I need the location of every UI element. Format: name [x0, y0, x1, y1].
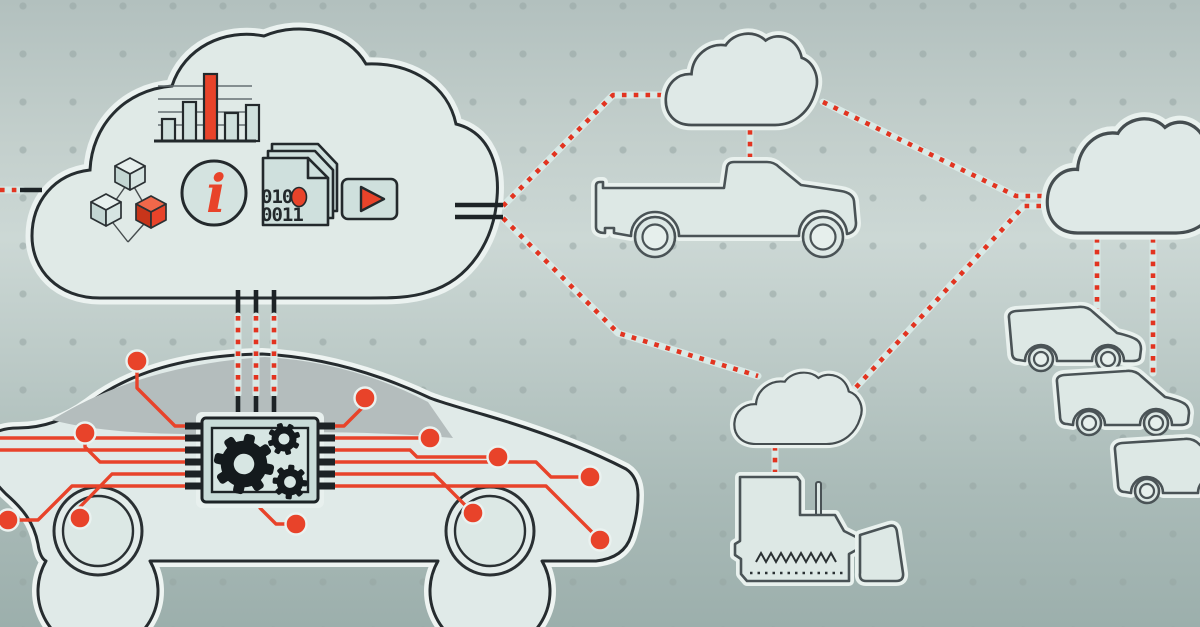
- processor-chip: [185, 412, 335, 508]
- link-main-cloud-to-top-cloud: [499, 91, 670, 210]
- highlight-bar: [202, 72, 219, 143]
- cloud-top: [666, 34, 817, 125]
- info-glyph: i: [206, 164, 226, 225]
- connected-car: [0, 312, 644, 627]
- bulldozer: [730, 472, 909, 586]
- bulldozer-exhaust: [815, 481, 822, 518]
- bulldozer-blade: [858, 524, 905, 583]
- van-fleet: [1003, 301, 1200, 505]
- red-data-dot: [290, 186, 308, 208]
- binary-line-2: 0011: [261, 204, 303, 226]
- bar-chart-icon: [154, 72, 261, 143]
- link-bottom-cloud-to-right-cloud: [844, 202, 1058, 400]
- cube-top: [114, 157, 146, 191]
- cloud-bottom: [734, 373, 861, 444]
- circuit-nodes: [0, 349, 612, 552]
- van-3: [1109, 433, 1200, 505]
- red-cube: [135, 195, 167, 229]
- play-button-icon: [340, 177, 399, 221]
- van-1: [1003, 301, 1146, 373]
- bulldozer-track-teeth: [755, 550, 837, 565]
- pickup-truck: [591, 157, 861, 259]
- binary-document-icon: 0100 0011: [261, 142, 339, 227]
- bulldozer-body: [733, 475, 860, 583]
- cloud-connector-stubs: [20, 187, 503, 314]
- van-2: [1051, 365, 1194, 437]
- info-icon: i: [180, 159, 248, 227]
- cube-left: [90, 193, 122, 227]
- folded-corner: [306, 156, 330, 180]
- play-triangle: [359, 185, 386, 213]
- link-top-cloud-to-right-cloud: [819, 98, 1058, 200]
- cubes-network-icon: [90, 157, 167, 243]
- cloud-right: [1047, 119, 1200, 233]
- truck-body: [594, 160, 858, 238]
- circuit-traces: [0, 370, 602, 542]
- chip-pins: [185, 422, 335, 490]
- data-cloud: i 0100 0011: [25, 22, 504, 305]
- link-main-cloud-to-bottom-cloud: [499, 214, 762, 380]
